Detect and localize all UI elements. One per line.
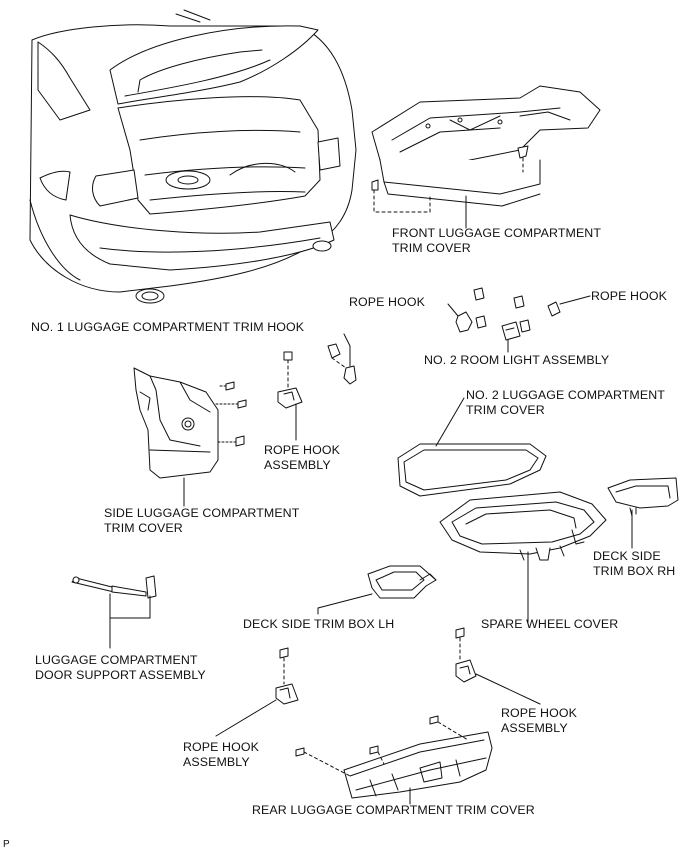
label-spare-wheel-cover: SPARE WHEEL COVER bbox=[481, 617, 619, 631]
label-no2-trim-cover: NO. 2 LUGGAGE COMPARTMENT TRIM COVER bbox=[466, 388, 665, 417]
trim-hook-part bbox=[327, 333, 357, 385]
side-trim-cover-part bbox=[133, 367, 247, 479]
rope-hook-assembly-right bbox=[455, 627, 477, 683]
label-trim-hook: NO. 1 LUGGAGE COMPARTMENT TRIM HOOK bbox=[31, 320, 305, 334]
deck-box-rh-part bbox=[607, 477, 679, 517]
leader-deck-lh bbox=[317, 593, 373, 609]
small-hooks-group bbox=[447, 287, 591, 353]
spare-wheel-cover-part bbox=[439, 491, 607, 561]
label-rope-hook-assembly-left: ROPE HOOK ASSEMBLY bbox=[183, 740, 259, 769]
leader-rope-left bbox=[215, 699, 277, 737]
label-side-trim-cover: SIDE LUGGAGE COMPARTMENT TRIM COVER bbox=[104, 506, 300, 535]
label-rope-hook-assembly-right: ROPE HOOK ASSEMBLY bbox=[501, 706, 577, 735]
rope-hook-assembly-upper bbox=[277, 351, 303, 441]
page-code: P bbox=[3, 839, 10, 850]
label-rear-trim-cover: REAR LUGGAGE COMPARTMENT TRIM COVER bbox=[252, 803, 535, 817]
label-room-light: NO. 2 ROOM LIGHT ASSEMBLY bbox=[424, 353, 610, 367]
no2-trim-cover-part bbox=[397, 443, 547, 497]
label-rope-hook-b: ROPE HOOK bbox=[591, 289, 667, 303]
deck-box-lh-part bbox=[367, 565, 437, 599]
front-trim-cover-part bbox=[371, 85, 601, 213]
label-rope-hook-a: ROPE HOOK bbox=[349, 295, 425, 309]
rear-trim-cover-part bbox=[295, 715, 493, 799]
leader-rope-right bbox=[475, 673, 541, 705]
rope-hook-assembly-left bbox=[275, 647, 299, 705]
door-support-part bbox=[71, 575, 157, 599]
label-rope-hook-assembly-upper: ROPE HOOK ASSEMBLY bbox=[264, 443, 340, 472]
label-deck-box-rh: DECK SIDE TRIM BOX RH bbox=[593, 549, 676, 578]
label-door-support: LUGGAGE COMPARTMENT DOOR SUPPORT ASSEMBL… bbox=[35, 653, 206, 682]
label-front-trim-cover: FRONT LUGGAGE COMPARTMENT TRIM COVER bbox=[392, 226, 602, 255]
leader-no2-cover bbox=[435, 397, 465, 447]
label-deck-box-lh: DECK SIDE TRIM BOX LH bbox=[243, 617, 395, 631]
car-rear-illustration bbox=[29, 9, 357, 304]
